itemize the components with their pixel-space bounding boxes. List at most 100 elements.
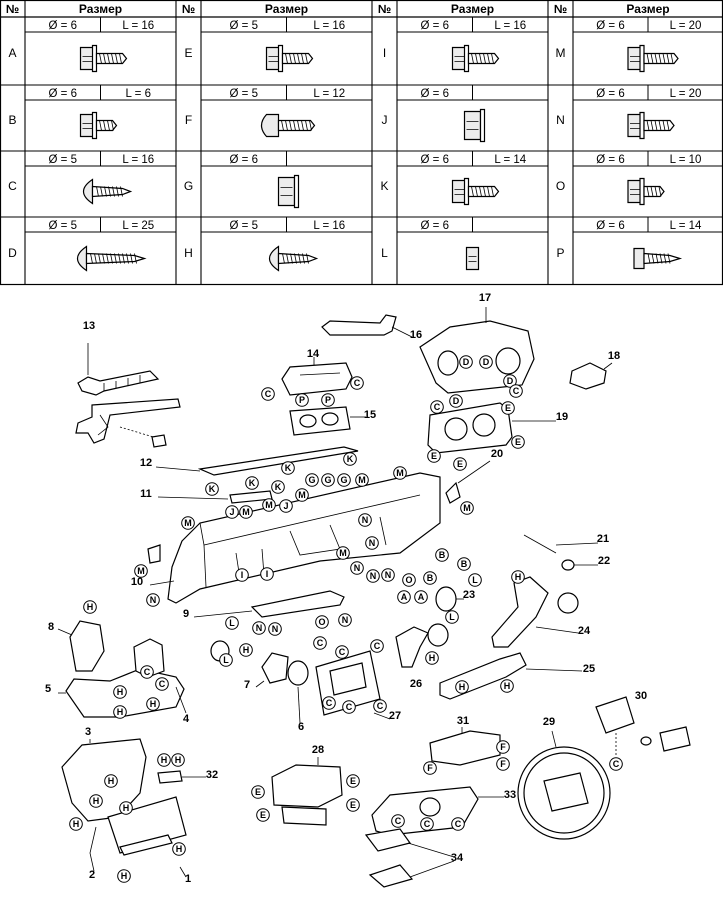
marker-circle [425,651,439,665]
marker-circle [511,435,525,449]
part-17-cluster-hood [419,307,535,394]
fastener-marker-H: H [511,570,525,584]
marker-circle [337,473,351,487]
length-O: L = 10 [670,154,702,166]
fastener-marker-E: E [251,785,265,799]
fastener-marker-M: M [295,488,309,502]
marker-circle [235,568,249,582]
marker-letter: C [455,819,462,829]
fastener-marker-B: B [457,557,471,571]
marker-letter: N [256,623,263,633]
marker-letter: G [340,475,347,485]
marker-letter: F [500,759,506,769]
marker-circle [83,600,97,614]
fastener-marker-C: C [140,665,154,679]
fastener-icon-M [627,44,679,73]
fastener-marker-C: C [451,817,465,831]
marker-circle [219,653,233,667]
fastener-marker-C: C [261,387,275,401]
fastener-marker-I: I [235,568,249,582]
length-H: L = 16 [313,220,345,232]
marker-circle [305,473,319,487]
marker-circle [205,482,219,496]
marker-letter: H [175,755,182,765]
fastener-marker-D: D [449,394,463,408]
fastener-marker-N: N [350,561,364,575]
marker-circle [366,569,380,583]
marker-letter: C [434,402,441,412]
marker-letter: D [483,357,490,367]
fastener-marker-H: H [157,753,171,767]
marker-circle [295,393,309,407]
part-14-cover [281,357,353,396]
row-letter-G: G [184,179,193,193]
marker-circle [146,697,160,711]
marker-circle [427,449,441,463]
row-letter-P: P [556,246,564,260]
fastener-marker-H: H [83,600,97,614]
fastener-marker-H: H [171,753,185,767]
marker-letter: C [159,679,166,689]
marker-letter: B [427,573,434,583]
fastener-marker-M: M [181,516,195,530]
part-number-1: 1 [185,873,191,885]
marker-circle [342,700,356,714]
header-size: Размер [265,2,308,16]
marker-letter: K [275,482,282,492]
fastener-marker-C: C [391,814,405,828]
marker-letter: H [93,796,100,806]
part-number-25: 25 [583,663,595,675]
marker-letter: L [223,655,229,665]
marker-letter: N [342,615,349,625]
part-number-15: 15 [364,409,376,421]
part-number-13: 13 [83,320,95,332]
fastener-icon-A [79,44,128,73]
fastener-icon-K [451,177,500,206]
part-15-panel [289,406,366,436]
marker-letter: E [505,403,511,413]
marker-circle [381,568,395,582]
part-26-center-vent [395,623,449,668]
marker-letter: H [243,645,250,655]
marker-circle [350,561,364,575]
marker-letter: M [137,566,145,576]
marker-circle [146,593,160,607]
row-letter-C: C [8,179,17,193]
marker-letter: M [184,518,192,528]
marker-circle [391,814,405,828]
part-number-11: 11 [140,488,152,500]
fastener-marker-L: L [225,616,239,630]
table-border [0,0,723,286]
marker-letter: L [472,575,478,585]
length-D: L = 25 [122,220,154,232]
part-7-vent-housing [255,652,289,688]
marker-circle [336,546,350,560]
fastener-marker-O: O [315,615,329,629]
marker-circle [261,387,275,401]
diameter-E: Ø = 5 [230,20,258,32]
diameter-J: Ø = 6 [421,88,449,100]
marker-circle [295,488,309,502]
marker-circle [496,757,510,771]
header-num: № [6,2,19,16]
fastener-marker-H: H [455,680,469,694]
row-letter-L: L [381,246,388,260]
row-letter-K: K [380,179,388,193]
part-12-defroster [155,446,359,476]
marker-letter: F [427,763,433,773]
fastener-marker-H: H [425,651,439,665]
marker-circle [449,394,463,408]
row-letter-H: H [184,246,193,260]
fastener-marker-H: H [239,643,253,657]
marker-letter: D [507,376,514,386]
marker-letter: M [298,490,306,500]
part-number-22: 22 [598,555,610,567]
fastener-marker-J: J [279,499,293,513]
fastener-marker-E: E [427,449,441,463]
marker-circle [500,679,514,693]
part-18-switch [569,362,613,390]
fastener-marker-E: E [346,798,360,812]
diameter-I: Ø = 6 [421,20,449,32]
fastener-marker-N: N [252,621,266,635]
